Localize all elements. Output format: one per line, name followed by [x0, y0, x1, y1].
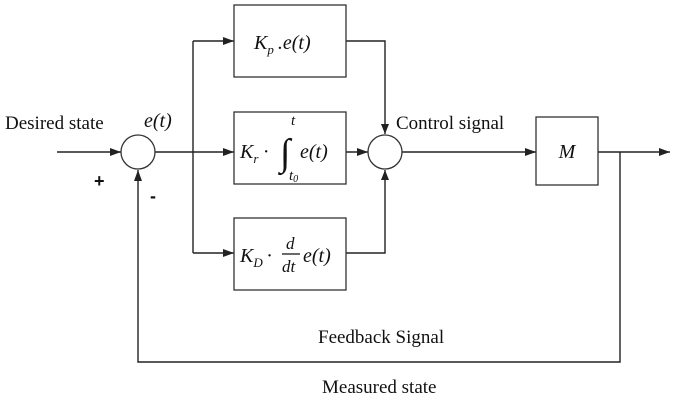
summing-junction-error	[120, 134, 156, 170]
arrow-into-sum1	[110, 148, 121, 156]
integral-gain-text: Kr ·	[239, 141, 268, 166]
d-output-wire	[346, 170, 386, 254]
arrow-d-into-sum2	[381, 170, 389, 180]
proportional-error: .e(t)	[278, 32, 311, 54]
proportional-term: Kp .e(t)	[253, 32, 311, 57]
proportional-gain: K	[253, 32, 269, 54]
arrow-i-into-sum2	[357, 148, 368, 156]
derivative-gain-text: KD ·	[239, 245, 272, 270]
integral-error: e(t)	[300, 141, 328, 163]
integral-lower-sub: 0	[293, 174, 298, 185]
derivative-frac-den: dt	[282, 257, 297, 276]
derivative-gain: K	[239, 245, 255, 267]
input-label: Desired state	[5, 113, 104, 134]
integral-gain: K	[239, 141, 255, 163]
derivative-error: e(t)	[303, 245, 331, 267]
integral-upper-limit: t	[291, 113, 296, 129]
arrow-into-d-block	[223, 249, 234, 257]
plus-sign: +	[94, 171, 105, 191]
summing-junction-control	[367, 134, 403, 170]
minus-sign: -	[150, 186, 156, 206]
measured-state-label: Measured state	[322, 377, 436, 398]
derivative-gain-sub: D	[252, 255, 263, 270]
integral-sign: ∫	[278, 132, 293, 176]
arrow-feedback-into-sum1	[134, 170, 142, 181]
integral-lower-limit: t0	[289, 168, 298, 185]
arrow-p-into-sum2	[381, 124, 389, 134]
arrow-into-p-block	[223, 37, 234, 45]
derivative-dot: ·	[267, 245, 272, 267]
arrow-into-plant	[525, 148, 536, 156]
integral-gain-sub: r	[253, 151, 259, 166]
error-label: e(t)	[144, 110, 172, 132]
derivative-frac-num: d	[286, 234, 295, 253]
proportional-block	[233, 4, 347, 78]
arrowheads	[110, 37, 670, 257]
integral-dot: ·	[263, 141, 268, 163]
plant-label: M	[558, 141, 577, 163]
signal-wires	[57, 40, 670, 363]
plant-block	[535, 116, 599, 186]
arrow-output	[659, 148, 670, 156]
feedback-signal-label: Feedback Signal	[318, 327, 444, 348]
feedback-wire	[137, 152, 621, 363]
proportional-gain-sub: p	[266, 42, 274, 57]
integral-block	[233, 111, 347, 185]
p-output-wire	[346, 40, 386, 134]
arrow-into-i-block	[223, 148, 234, 156]
integral-lower-t: t	[289, 168, 294, 184]
control-signal-label: Control signal	[396, 113, 504, 134]
